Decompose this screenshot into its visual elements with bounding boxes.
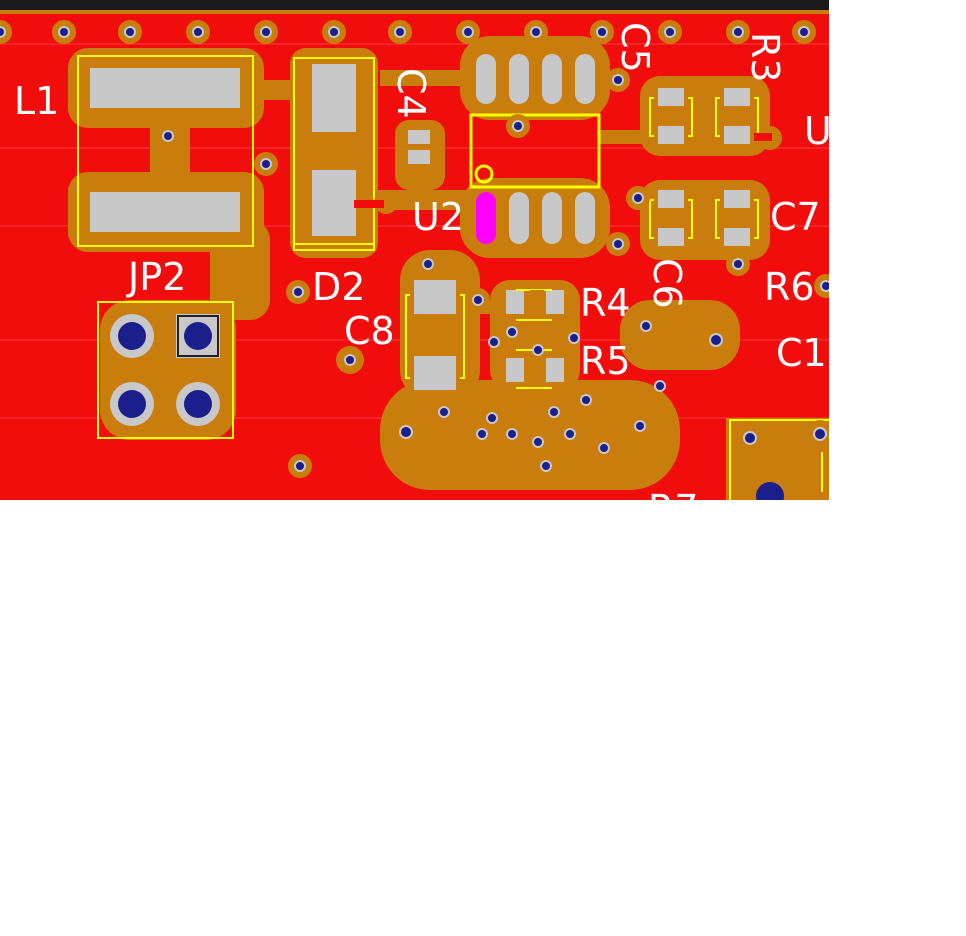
label-r3: R3 bbox=[743, 32, 787, 83]
jp2-header-pins bbox=[110, 314, 220, 426]
board-edge bbox=[0, 0, 829, 10]
label-r5: R5 bbox=[580, 339, 631, 383]
board-edge-trace bbox=[0, 10, 829, 14]
pcb-layout-view[interactable]: L1 JP2 D2 U2 C8 R4 R5 C7 R6 C1C U R7 C4 … bbox=[0, 0, 829, 500]
trace-stubs bbox=[354, 133, 772, 208]
component-body-marks bbox=[414, 110, 744, 382]
vias bbox=[0, 20, 829, 500]
label-u-partial: U bbox=[804, 109, 829, 153]
label-c10: C1C bbox=[776, 331, 829, 375]
label-d2: D2 bbox=[312, 265, 365, 309]
label-c4: C4 bbox=[389, 68, 433, 119]
label-jp2: JP2 bbox=[126, 255, 186, 299]
label-c6: C6 bbox=[645, 258, 689, 309]
label-c8: C8 bbox=[344, 309, 395, 353]
label-c7: C7 bbox=[770, 195, 821, 239]
label-l1: L1 bbox=[14, 79, 59, 123]
label-c5: C5 bbox=[613, 22, 657, 73]
label-r-partial: R7 bbox=[648, 487, 699, 500]
smd-pads bbox=[90, 54, 750, 390]
designator-labels: L1 JP2 D2 U2 C8 R4 R5 C7 R6 C1C U R7 C4 … bbox=[14, 22, 829, 500]
u2-pin1-highlight bbox=[476, 192, 496, 244]
label-r6: R6 bbox=[764, 265, 815, 309]
label-r4: R4 bbox=[580, 281, 631, 325]
pcb-drawing: L1 JP2 D2 U2 C8 R4 R5 C7 R6 C1C U R7 C4 … bbox=[0, 0, 829, 500]
label-u2: U2 bbox=[412, 195, 464, 239]
